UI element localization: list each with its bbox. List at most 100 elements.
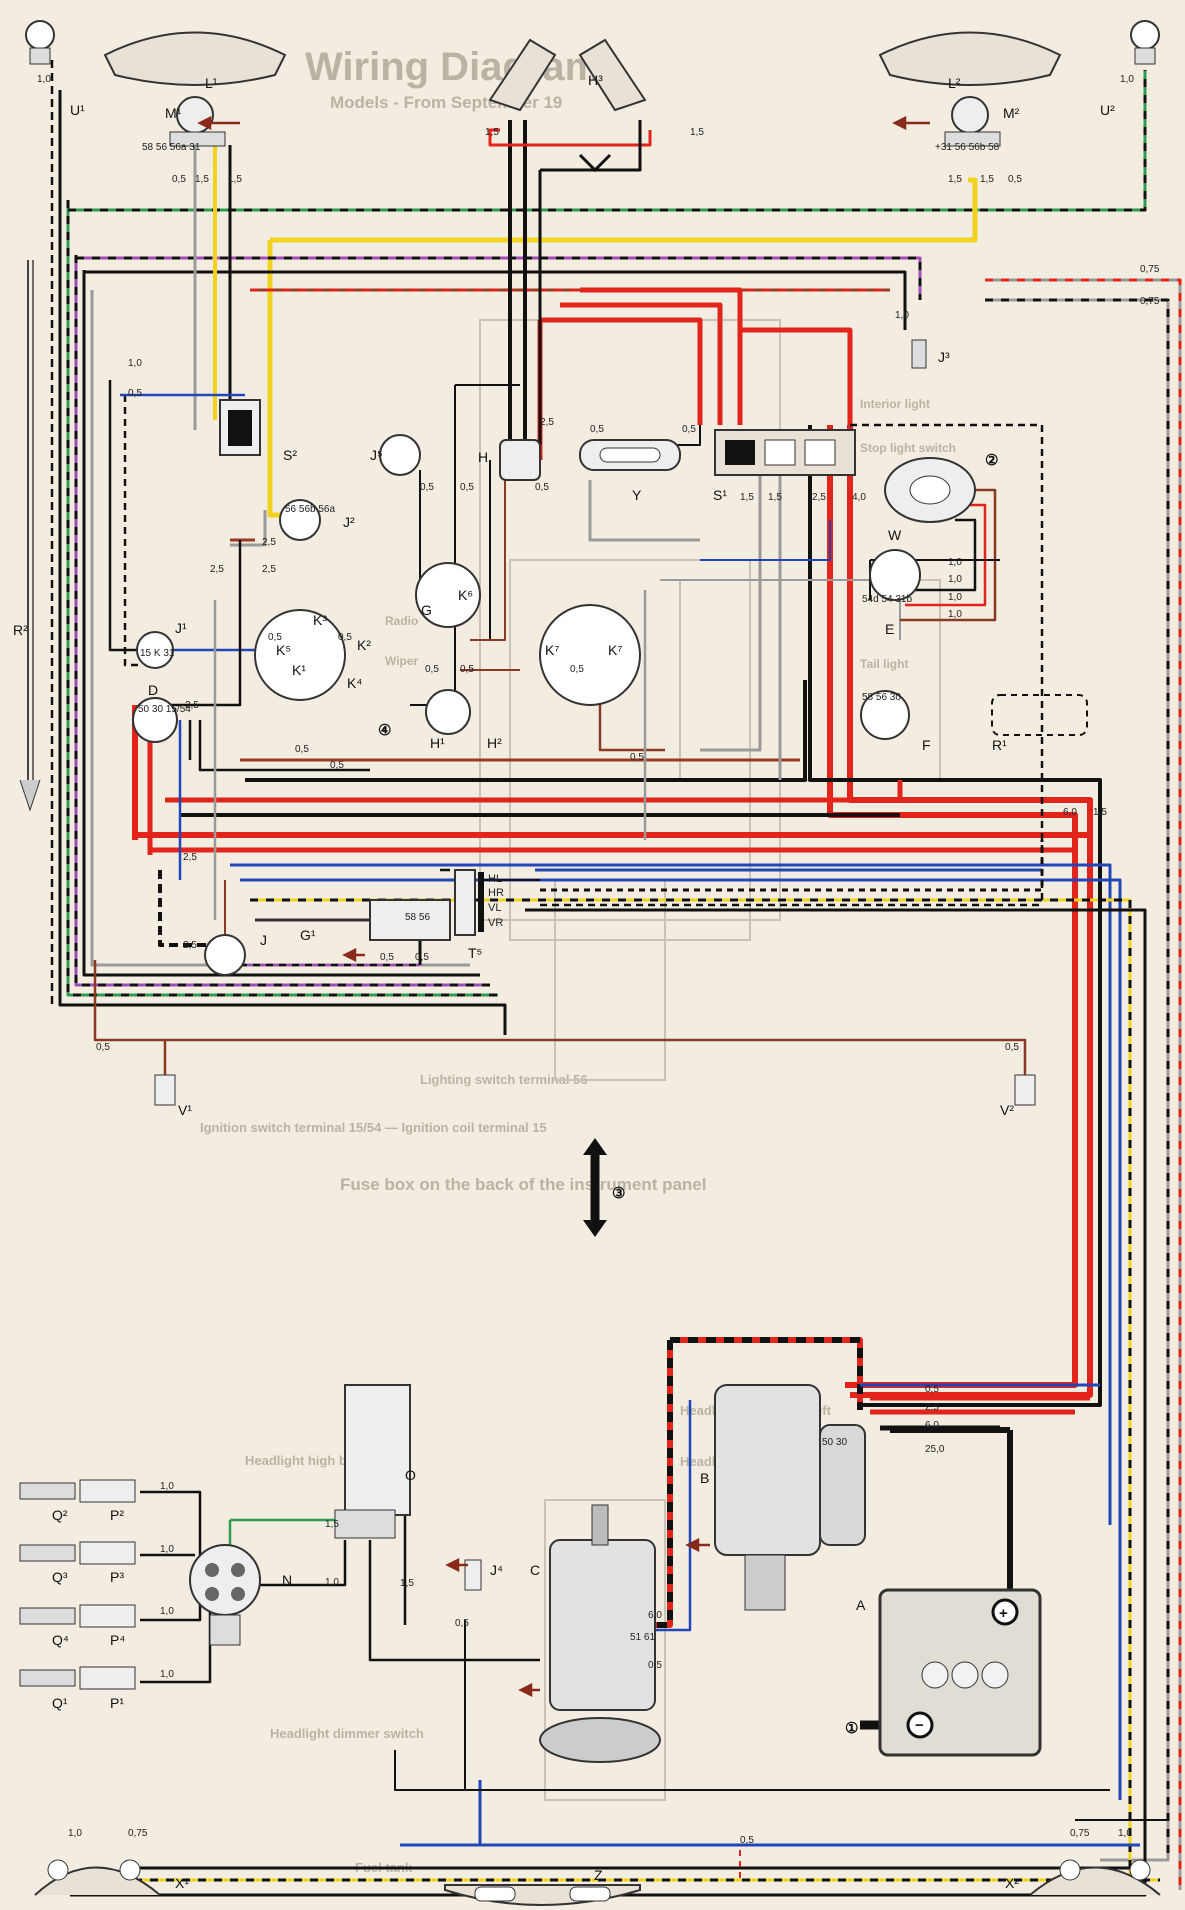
fuse-label-vr: VR	[488, 917, 503, 929]
label-U2: U²	[1100, 102, 1115, 118]
label-K6: K⁶	[458, 587, 473, 603]
gauge-j5: 0,5	[420, 482, 434, 493]
bg-dimmer-switch: Headlight dimmer switch	[270, 1726, 424, 1741]
label-Q2: Q²	[52, 1507, 68, 1523]
gauge-s1-a: 1,5	[740, 492, 754, 503]
battery-positive-icon: +	[999, 1605, 1008, 1622]
fuel-gauge-g	[415, 562, 481, 628]
gauge-p2: 1,0	[160, 1481, 174, 1492]
dimmer-switch-s2	[219, 399, 261, 456]
gauge-m1-a: 0,5	[172, 174, 186, 185]
license-plate-light-z	[444, 1884, 641, 1906]
component-labels: L¹ L² M¹ M² H³ U¹ U² J³ S² J⁵ H Y S¹ J² …	[13, 72, 1115, 1891]
oil-pressure-switch-j4	[464, 1559, 482, 1591]
label-M1: M¹	[165, 105, 182, 121]
label-V1: V¹	[178, 1102, 192, 1118]
circled-markers: ① ② ③ ④	[378, 452, 998, 1737]
fuse-label-vl: VL	[488, 902, 501, 914]
label-J3: J³	[938, 349, 950, 365]
marker-1: ①	[845, 1720, 858, 1737]
label-J: J	[260, 932, 267, 948]
gauge-main-a: 6,0	[1063, 807, 1077, 818]
battery-negative-icon: −	[915, 1717, 924, 1734]
rear-light-left	[34, 1859, 161, 1896]
connector-j2	[279, 499, 321, 541]
gauge-h-c: 2,5	[540, 417, 554, 428]
label-H: H	[478, 449, 488, 465]
label-H2: H²	[487, 735, 502, 751]
label-R2: R²	[13, 622, 28, 638]
marker-3: ③	[612, 1185, 625, 1202]
gauge-b-b: 2,5	[925, 1402, 939, 1413]
label-S2: S²	[283, 447, 297, 463]
label-O: O	[405, 1467, 416, 1483]
label-Q4: Q⁴	[52, 1632, 69, 1648]
label-J2: J²	[343, 514, 355, 530]
label-X2: X²	[1005, 1875, 1019, 1891]
label-K5: K⁵	[276, 642, 291, 658]
label-S1: S¹	[713, 487, 727, 503]
gauge-j-a: 2,5	[183, 940, 197, 951]
gauge-g1-a: 0,5	[380, 952, 394, 963]
gauge-j3: 1,0	[895, 310, 909, 321]
gauge-k-a: 0,5	[268, 632, 282, 643]
bg-title: Wiring Diagram	[305, 45, 600, 89]
label-P3: P³	[110, 1569, 124, 1585]
gauge-o-a: 1,5	[325, 1519, 339, 1530]
label-A: A	[856, 1597, 866, 1613]
terminals-c: 51 61	[630, 1632, 655, 1643]
label-J5: J⁵	[370, 447, 383, 463]
bg-ignition: Ignition switch terminal 15/54 — Ignitio…	[200, 1120, 547, 1135]
gauge-m2-a: 1,5	[948, 174, 962, 185]
label-D: D	[148, 682, 158, 698]
turn-signal-switch-g1	[255, 899, 451, 941]
gauge-b-a: 0,5	[925, 1384, 939, 1395]
label-C: C	[530, 1562, 540, 1578]
gauge-s2-c: 2,5	[262, 537, 276, 548]
gauge-b-d: 25,0	[925, 1444, 945, 1455]
label-V2: V²	[1000, 1102, 1014, 1118]
gauge-m1-b: 1,5	[195, 174, 209, 185]
gauge-k-c: 0,5	[295, 744, 309, 755]
fuse-label-hr: HR	[488, 887, 504, 899]
label-P4: P⁴	[110, 1632, 125, 1648]
label-Q3: Q³	[52, 1569, 68, 1585]
label-P1: P¹	[110, 1695, 124, 1711]
generator-c	[539, 1504, 661, 1763]
terminals-m2: +31 56 56b 58	[935, 142, 1000, 153]
horn-switch-h	[499, 439, 541, 481]
label-E: E	[885, 621, 894, 637]
marker-4: ④	[378, 722, 391, 739]
bg-radio: Radio	[385, 614, 418, 628]
terminals-b: 50 30	[822, 1437, 847, 1448]
label-P2: P²	[110, 1507, 124, 1523]
gauge-j4: 0,5	[455, 1618, 469, 1629]
gauge-b-c: 6,0	[925, 1420, 939, 1431]
terminals-m1: 58 56 56a 31	[142, 142, 201, 153]
bg-stop-light-switch: Stop light switch	[860, 441, 956, 455]
terminals-s2: 56 56b 56a	[285, 504, 335, 515]
gauge-m2-c: 0,5	[1008, 174, 1022, 185]
gauge-x2-b: 1,0	[1118, 1828, 1132, 1839]
relay-j	[204, 934, 246, 976]
marker-2: ②	[985, 452, 998, 469]
label-J4: J⁴	[490, 1562, 503, 1578]
gauge-d-b: 2,5	[183, 852, 197, 863]
interior-light-y	[579, 439, 681, 471]
terminal-labels: 58 56 56a 31 +31 56 56b 58 56 56b 56a 58…	[138, 142, 1000, 1643]
label-X1: X¹	[175, 1875, 189, 1891]
label-T5: T⁵	[468, 945, 482, 961]
gauge-s1-b: 1,5	[768, 492, 782, 503]
gauge-u2: 1,0	[1120, 74, 1134, 85]
instrument-cluster-right	[539, 604, 641, 706]
ground-arrows	[197, 115, 930, 1698]
voltage-regulator-o	[334, 1384, 411, 1539]
label-K7: K⁷	[545, 642, 559, 658]
headlight-left	[103, 31, 287, 147]
gauge-y-b: 0,5	[682, 424, 696, 435]
label-N: N	[282, 1572, 292, 1588]
label-L2: L²	[948, 75, 961, 91]
component-j5	[379, 434, 421, 476]
